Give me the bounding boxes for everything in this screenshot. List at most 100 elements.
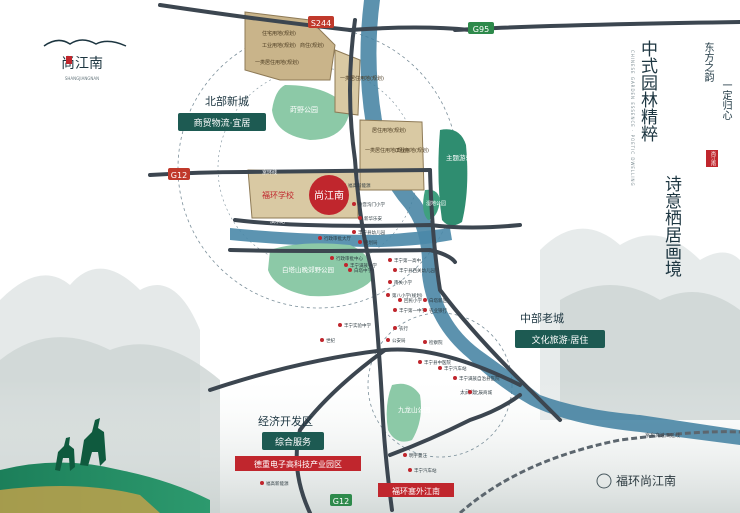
poi-marker[interactable]: 丰宁满族自治县医院	[453, 375, 500, 382]
svg-text:G95: G95	[473, 25, 489, 34]
poi-marker[interactable]: 丰宁第一中学	[393, 307, 426, 314]
poi-dot	[453, 376, 457, 380]
canal	[230, 228, 452, 247]
poi-dot	[260, 481, 264, 485]
poi-label: 丰宁满族中学	[350, 262, 377, 269]
tech-park-label: 德重电子高科技产业园区	[254, 459, 342, 469]
poi-marker[interactable]: 检察院	[423, 339, 443, 346]
poi-dot	[418, 360, 422, 364]
poi-marker[interactable]: 福高新能源	[342, 182, 371, 189]
poi-label: 白塔中学	[354, 267, 372, 274]
poi-layer: 福高新能源德音沟门小学新华乐安丰宁县幼儿园行政审批大厅规划局行政审批中心丰宁满族…	[260, 182, 500, 487]
park-shiye-label: 莳野公园	[290, 105, 318, 114]
poi-label: 丰宁县幼儿园	[358, 229, 385, 236]
poi-dot	[352, 230, 356, 234]
park-baita-label: 白塔山晚郊野公园	[282, 265, 334, 274]
poi-marker[interactable]: 白塔中学	[348, 267, 372, 274]
poi-marker[interactable]: 新华乐安	[358, 215, 382, 222]
watermark: 福环尚江南	[596, 473, 676, 489]
poi-dot	[330, 256, 334, 260]
poi-dot	[352, 202, 356, 206]
poi-label: 农业银行	[429, 307, 447, 314]
background-mountains	[0, 228, 740, 513]
poi-marker[interactable]: 德音沟门小学	[352, 201, 385, 208]
poi-label: 丰宁第一高中	[394, 257, 421, 264]
tech-park-bg	[235, 456, 361, 471]
svg-text:一类居住用地(规划): 一类居住用地(规划)	[340, 75, 384, 82]
district-north-name: 北部新城	[205, 94, 249, 108]
poi-marker[interactable]: 福高新能源	[260, 480, 289, 487]
poi-label: 福高新能源	[348, 182, 371, 189]
slogan-main: 中式园林精粹	[637, 40, 657, 142]
poi-marker[interactable]: 丰宁县幼儿园	[352, 229, 385, 236]
district-north-tag: 商贸物流·宜居	[194, 117, 251, 129]
poi-marker[interactable]: 丰宁实验中学	[338, 322, 371, 329]
poi-marker[interactable]: 白塔新区	[423, 297, 447, 304]
poi-dot	[388, 258, 392, 262]
poi-dot	[344, 263, 348, 267]
svg-text:工业用地(规划): 工业用地(规划)	[395, 147, 429, 154]
slogan-calligraphy-left: 一定归心	[720, 80, 731, 120]
district-econ-tag: 综合服务	[275, 436, 311, 448]
poi-dot	[423, 298, 427, 302]
river	[360, 0, 740, 445]
project-name: 尚江南	[314, 189, 344, 202]
poi-marker[interactable]: 公安局	[386, 337, 406, 344]
poi-marker[interactable]: 农业银行	[423, 307, 447, 314]
district-north-tag-bg	[178, 113, 266, 131]
poi-label: 农行	[399, 325, 408, 332]
poi-label: 南关小学	[394, 279, 412, 286]
slogan-seal: 尚江南	[706, 150, 718, 167]
poi-dot	[393, 268, 397, 272]
svg-text:一类居住用地(规划): 一类居住用地(规划)	[255, 59, 299, 66]
park-shiye	[272, 85, 350, 140]
district-econ-tag-bg	[262, 432, 324, 450]
poi-label: 行政审批中心	[336, 255, 363, 262]
park-wetland-label: 湿地公园	[426, 200, 446, 207]
poi-dot	[386, 293, 390, 297]
railway	[459, 430, 740, 513]
svg-text:一类居住用地(规划): 一类居住用地(规划)	[365, 147, 409, 154]
saiwai-bg	[378, 483, 454, 497]
poi-marker[interactable]: 丰宁第一高中	[388, 257, 421, 264]
poi-label: 德音沟门小学	[358, 201, 385, 208]
poi-marker[interactable]: 丰宁县中医院	[418, 359, 451, 366]
poi-label: 丰宁满族自治县医院	[459, 375, 500, 382]
poi-label: 回民小学	[404, 297, 422, 304]
poi-marker[interactable]: 农行	[393, 325, 408, 332]
poi-marker[interactable]: 北辰商城	[468, 389, 492, 396]
gold-wave	[0, 486, 160, 513]
poi-label: 丰宁实验中学	[344, 322, 371, 329]
poi-marker[interactable]: 丰宁汽车站	[408, 467, 437, 474]
poi-marker[interactable]: 丰宁县西关幼儿园	[393, 267, 435, 274]
poi-marker[interactable]: 行政审批大厅	[318, 235, 351, 242]
svg-text:G12: G12	[171, 171, 187, 180]
poi-marker[interactable]: 南关小学	[388, 279, 412, 286]
project-marker[interactable]: 尚江南	[309, 175, 349, 215]
poi-label: 丰宁县中医院	[424, 359, 451, 366]
poi-dot	[338, 323, 342, 327]
poi-marker[interactable]: 丰宁汽车站	[438, 365, 467, 372]
road-taiwu-label: 太武线	[460, 389, 475, 396]
poi-dot	[318, 236, 322, 240]
watermark-text: 福环尚江南	[616, 473, 676, 488]
poi-marker[interactable]: 丰宁满族中学	[344, 262, 377, 269]
slogan-block: 中式园林精粹 诗意栖居画境 东方之韵 一定归心 尚江南 CHINESE GARD…	[630, 40, 731, 320]
poi-dot	[393, 308, 397, 312]
svg-text:G12: G12	[333, 497, 349, 506]
poi-label: 新华乐安	[364, 215, 382, 222]
poi-marker[interactable]: 明宇曼江	[403, 452, 427, 459]
poi-marker[interactable]: 世纪	[320, 337, 335, 344]
poi-marker[interactable]: 第八小学(规划)	[386, 292, 423, 299]
poi-label: 规划局	[364, 239, 378, 246]
poi-marker[interactable]: 行政审批中心	[330, 255, 363, 262]
poi-label: 北辰商城	[474, 389, 492, 396]
poi-dot	[423, 308, 427, 312]
poi-label: 福高新能源	[266, 480, 289, 487]
poi-marker[interactable]: 回民小学	[398, 297, 422, 304]
brand-sub: SHANGJIANGNAN	[65, 76, 99, 81]
poi-marker[interactable]: 规划局	[358, 239, 378, 246]
svg-text:工业用地(规划): 工业用地(规划)	[262, 42, 296, 49]
poi-dot	[358, 216, 362, 220]
poi-label: 明宇曼江	[409, 452, 427, 459]
